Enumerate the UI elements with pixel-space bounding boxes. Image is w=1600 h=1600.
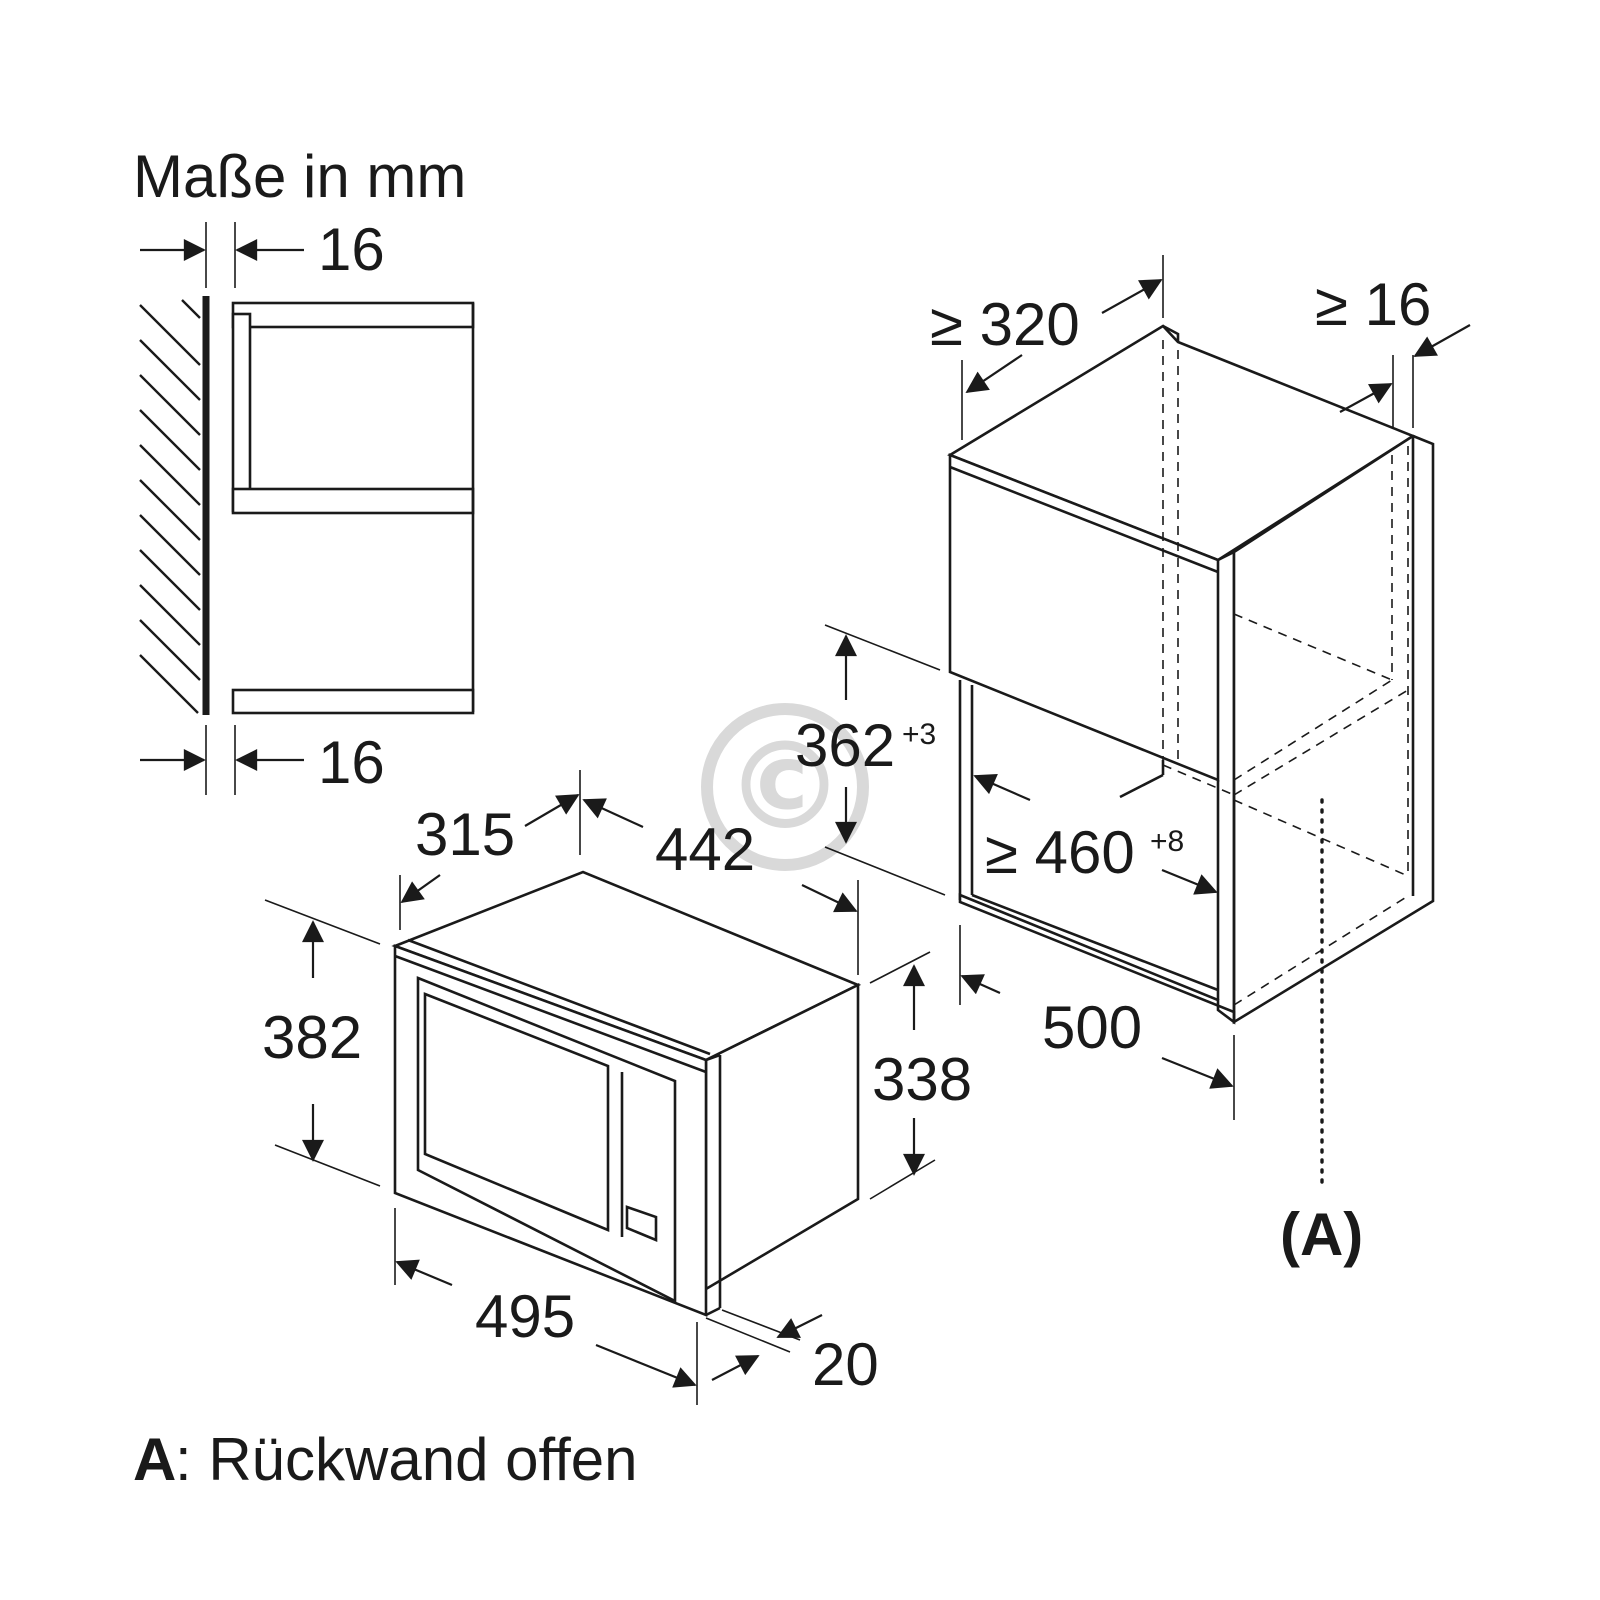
cabinet-depth-min-dimension: ≥ 320	[930, 291, 1080, 358]
cabinet-opening-width-tolerance: +8	[1150, 825, 1184, 858]
appliance-height-back-dimension: 338	[872, 1046, 972, 1113]
appliance-width-back-dimension: 442	[655, 816, 755, 883]
cabinet-panel-min-dimension: ≥ 16	[1315, 271, 1431, 338]
cabinet-opening-width-dimension: ≥ 460 +8	[985, 819, 1184, 886]
rear-open-marker-label: (A)	[1280, 1201, 1363, 1268]
side-front-frame	[231, 312, 252, 513]
appliance-window-inner	[423, 992, 610, 1232]
legend: A : Rückwand offen	[133, 1426, 638, 1493]
cabinet-drawing: ≥ 320 ≥ 16 362 +3 ≥ 460 +8 500 (A)	[795, 255, 1471, 1268]
appliance-width-front-dimension: 495	[475, 1283, 575, 1350]
cabinet-opening-height-dimension: 362 +3	[795, 712, 936, 779]
side-bottom-dimension: 16	[318, 729, 385, 796]
side-bottom-board	[231, 688, 475, 715]
side-middle-board	[231, 487, 475, 515]
appliance-depth-dimension: 315	[415, 801, 515, 868]
cabinet-depth-dimension: 500	[1042, 994, 1142, 1061]
appliance-drawing: 315 442 382 338 495 20	[262, 770, 972, 1405]
legend-key: A	[133, 1426, 176, 1493]
legend-text: : Rückwand offen	[175, 1426, 638, 1493]
appliance-frame-depth-dimension: 20	[812, 1331, 879, 1398]
watermark-symbol: ©	[725, 718, 845, 857]
side-top-board	[231, 301, 475, 329]
appliance-display	[625, 1205, 658, 1242]
cabinet-opening-height-value: 362	[795, 712, 895, 779]
cabinet-opening-width-value: ≥ 460	[985, 819, 1135, 886]
side-view: 16 16	[139, 216, 475, 796]
appliance-height-front-dimension: 382	[262, 1004, 362, 1071]
units-heading: Maße in mm	[133, 143, 466, 210]
watermark: ©	[701, 703, 869, 871]
wall-hatching	[139, 299, 201, 714]
side-top-dimension: 16	[318, 216, 385, 283]
cabinet-opening-height-tolerance: +3	[902, 718, 936, 751]
